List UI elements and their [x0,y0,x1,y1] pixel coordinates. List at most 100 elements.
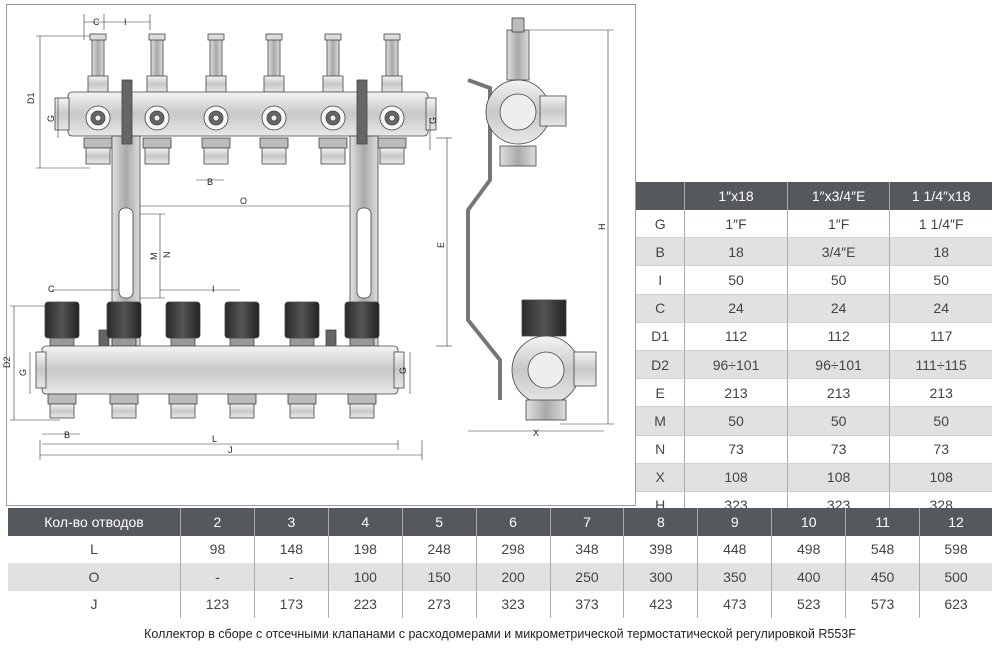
spec-cell: 108 [787,463,891,492]
spec-cell: 1″F [684,210,788,239]
outlet-nut [227,393,257,419]
outlet-nut [259,137,289,165]
length-header-cell: 10 [771,508,847,536]
length-header-cell: 3 [254,508,329,536]
spec-cell: 108 [684,463,788,492]
valve-port [320,105,346,131]
spec-cell: 50 [889,265,992,295]
flowmeter [205,33,227,93]
spec-header-row: 1″x18 1″x3/4″E 1 1/4″x18 [636,182,992,210]
spec-cell: 73 [889,435,992,464]
dim-label-c-lower: C [48,284,55,294]
upper-manifold [54,33,437,165]
flowmeter [381,33,403,93]
dim-label-d2: D2 [2,356,12,368]
spec-cell: 3/4″E [787,237,891,267]
spec-cell: 213 [889,378,992,408]
length-cell: 300 [623,563,699,591]
dim-label-b-lower: B [64,430,70,440]
lower-manifold [35,301,405,419]
valve-port [85,105,111,131]
spec-row-key: X [636,463,686,492]
dim-label-j: J [228,445,233,455]
valve-port [144,105,170,131]
length-row-key: O [8,563,181,591]
length-cell: 248 [402,535,477,563]
spec-row-key: E [636,378,686,408]
outlet-nut [47,393,77,419]
spec-cell: 112 [787,322,891,351]
flowmeter [263,33,285,93]
length-header-cell: 6 [476,508,551,536]
dim-label-e: E [436,242,446,248]
length-cell: 323 [476,590,551,618]
length-cell: 250 [550,563,625,591]
dim-label-d1: D1 [26,92,36,104]
length-cell: 123 [180,590,255,618]
spec-cell: 50 [684,265,788,295]
outlet-nut [83,137,113,165]
length-header-cell: 4 [328,508,403,536]
dim-label-g-lower: G [18,369,28,376]
dim-label-h: H [597,224,607,231]
spec-row-key: C [636,294,686,323]
length-header-cell: 12 [919,508,992,536]
dim-label-g-upper: G [46,115,56,122]
length-header-cell: 11 [845,508,921,536]
dim-label-o: O [240,196,247,206]
outlet-nut [109,393,139,419]
side-view [466,17,597,421]
spec-cell: 24 [787,294,891,323]
outlet-nut [168,393,198,419]
dim-label-i-lower: I [212,284,215,294]
dim-label-g-right: G [398,367,408,374]
flowmeter [146,33,168,93]
length-cell: 100 [328,563,403,591]
spec-row-key: M [636,406,686,436]
spec-cell: 73 [684,435,788,464]
dim-label-x: X [533,428,539,438]
length-cell: 448 [697,535,773,563]
length-cell: 298 [476,535,551,563]
spec-cell: 213 [787,378,891,408]
spec-row-key: I [636,265,686,295]
spec-cell: 1 1/4″F [889,210,992,239]
length-cell: - [254,563,329,591]
outlet-nut [287,393,317,419]
length-cell: 200 [476,563,551,591]
spec-cell: 213 [684,378,788,408]
length-cell: 598 [919,535,992,563]
length-cell: 148 [254,535,329,563]
length-header-cell: 2 [180,508,255,536]
spec-row-key: G [636,210,686,239]
length-cell: 350 [697,563,773,591]
length-cell: 173 [254,590,329,618]
thermostatic-cap [224,301,260,347]
spec-cell: 50 [889,406,992,436]
dim-label-g-side: G [428,117,438,124]
length-cell: 373 [550,590,625,618]
spec-row-key: B [636,237,686,267]
spec-cell: 117 [889,322,992,351]
length-cell: 423 [623,590,699,618]
length-cell: 400 [771,563,847,591]
thermostatic-cap [344,301,380,347]
spec-cell: 50 [787,265,891,295]
thermostatic-cap [44,301,80,347]
thermostatic-cap [106,301,142,347]
spec-header-cell: 1″x18 [684,182,788,210]
spec-header-cell [636,182,686,210]
figure-caption: Коллектор в сборе с отсечными клапанами … [144,627,856,641]
dim-label-m: M [149,253,159,261]
length-cell: - [180,563,255,591]
